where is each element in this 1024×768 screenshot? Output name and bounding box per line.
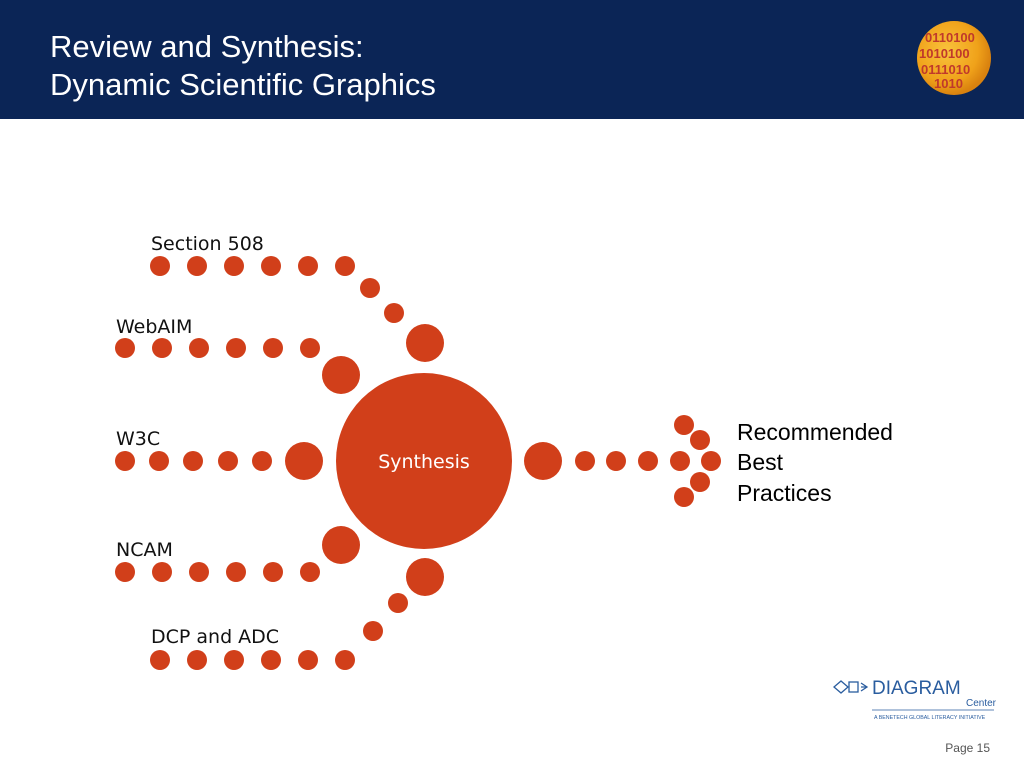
dot [575, 451, 595, 471]
synthesis-label: Synthesis [378, 451, 470, 473]
slide-title-line-1: Review and Synthesis: [50, 29, 364, 64]
arrowhead-dot [690, 472, 710, 492]
slide-title: Review and Synthesis: Dynamic Scientific… [50, 28, 436, 104]
dot [115, 562, 135, 582]
dot [670, 451, 690, 471]
arrow-tip-dot [701, 451, 721, 471]
dot [384, 303, 404, 323]
dot [187, 650, 207, 670]
branch-w3c [115, 442, 323, 480]
binary-globe-logo: 0110100 1010100 0111010 1010 [917, 21, 991, 95]
dot [189, 338, 209, 358]
dot-large [406, 324, 444, 362]
slide-title-line-2: Dynamic Scientific Graphics [50, 67, 436, 102]
dot [363, 621, 383, 641]
dot [115, 451, 135, 471]
book-icon [833, 680, 869, 694]
dot [226, 338, 246, 358]
dot-large [322, 526, 360, 564]
input-label-webaim: WebAIM [116, 316, 192, 338]
dot [189, 562, 209, 582]
logo-binary-row-4: 1010 [934, 76, 963, 91]
output-label-line-3: Practices [737, 480, 832, 506]
dot [150, 650, 170, 670]
dot [606, 451, 626, 471]
output-label-line-2: Best [737, 449, 784, 475]
dot [300, 562, 320, 582]
logo-wordmark: DIAGRAM [872, 678, 961, 699]
dot [263, 338, 283, 358]
dot [335, 650, 355, 670]
branch-webaim [115, 338, 360, 394]
synthesis-node [336, 373, 512, 549]
dot [187, 256, 207, 276]
dot [152, 338, 172, 358]
dot-large [406, 558, 444, 596]
dot [115, 338, 135, 358]
dot [298, 650, 318, 670]
branch-ncam [115, 526, 360, 582]
dot-large [285, 442, 323, 480]
diagram-center-logo: DIAGRAM Center A BENETECH GLOBAL LITERAC… [833, 678, 997, 721]
dot [183, 451, 203, 471]
dot [300, 338, 320, 358]
page-number: Page 15 [945, 741, 990, 755]
input-label-section-508: Section 508 [151, 233, 264, 255]
dot [150, 256, 170, 276]
input-label-ncam: NCAM [116, 539, 173, 561]
dot [263, 562, 283, 582]
title-banner: Review and Synthesis: Dynamic Scientific… [0, 0, 1024, 119]
dot [261, 650, 281, 670]
dot-large [322, 356, 360, 394]
dot [149, 451, 169, 471]
dot [638, 451, 658, 471]
branch-dcp-and-adc [150, 558, 444, 670]
dot [152, 562, 172, 582]
output-arrow [524, 415, 721, 507]
logo-subtext: Center [966, 698, 997, 709]
dot [252, 451, 272, 471]
dot [224, 650, 244, 670]
branch-section-508 [150, 256, 444, 362]
dot [224, 256, 244, 276]
arrowhead-dot [674, 415, 694, 435]
dot [335, 256, 355, 276]
logo-tagline: A BENETECH GLOBAL LITERACY INITIATIVE [874, 715, 986, 721]
input-label-w3c: W3C [116, 428, 160, 450]
arrowhead-dot [690, 430, 710, 450]
dot [226, 562, 246, 582]
dot [218, 451, 238, 471]
dot-large [524, 442, 562, 480]
logo-binary-row-1: 0110100 [925, 30, 975, 45]
dot [298, 256, 318, 276]
dot [261, 256, 281, 276]
dot [388, 593, 408, 613]
input-label-dcp-and-adc: DCP and ADC [151, 626, 279, 648]
logo-binary-row-3: 0111010 [921, 62, 970, 77]
logo-binary-row-2: 1010100 [919, 46, 970, 61]
output-label-line-1: Recommended [737, 419, 893, 445]
arrowhead-dot [674, 487, 694, 507]
dot [360, 278, 380, 298]
